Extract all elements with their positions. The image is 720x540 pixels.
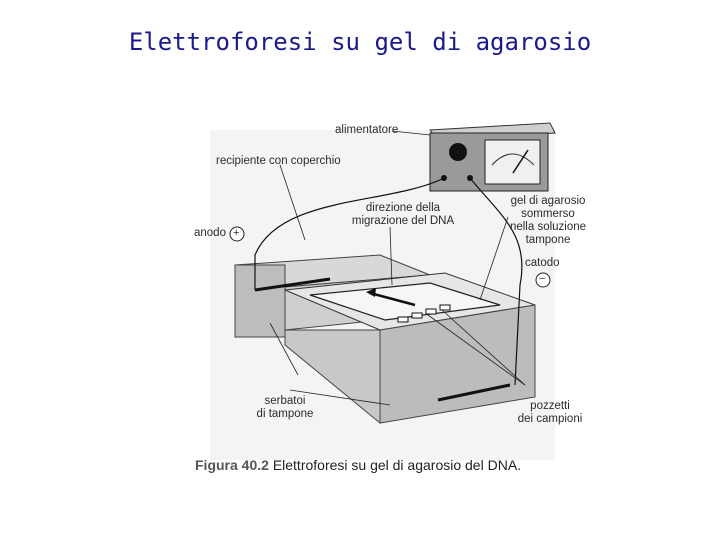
- anode-sign: +: [233, 227, 240, 239]
- cathode-symbol: [535, 272, 551, 288]
- label-catodo: catodo: [525, 257, 560, 269]
- label-alimentatore: alimentatore: [335, 124, 399, 136]
- figure-caption: Figura 40.2 Elettroforesi su gel di agar…: [195, 457, 521, 473]
- cathode-wire: [469, 177, 523, 386]
- label-anodo: anodo: [194, 227, 226, 239]
- electrophoresis-diagram: alimentatore recipiente con coperchio di…: [180, 105, 600, 485]
- caption-text: Elettroforesi su gel di agarosio del DNA…: [272, 457, 522, 473]
- power-supply-icon: [429, 122, 556, 192]
- buffer-tank-icon: [234, 254, 536, 425]
- slide-title: Elettroforesi su gel di agarosio: [128, 28, 592, 56]
- label-recipiente: recipiente con coperchio: [216, 155, 341, 167]
- diagram-drawing: [210, 122, 556, 460]
- cathode-sign: −: [539, 273, 546, 285]
- anode-wire: [254, 177, 445, 290]
- anode-symbol: [229, 226, 245, 242]
- leader-lines: [269, 130, 526, 406]
- caption-figure-number: Figura 40.2: [195, 457, 269, 473]
